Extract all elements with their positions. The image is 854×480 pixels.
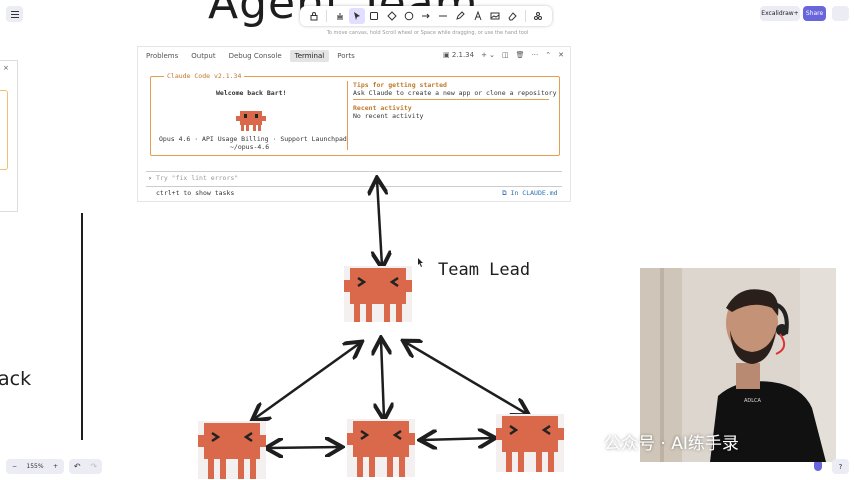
welcome-divider (347, 81, 348, 150)
arrow-lead-right[interactable] (405, 342, 527, 414)
model-info-text: Opus 4.6 · API Usage Billing · Support L… (159, 135, 347, 143)
ellipse-icon[interactable] (401, 8, 416, 24)
canvas-vertical-line (81, 213, 83, 440)
prompt-input-area[interactable] (146, 171, 562, 187)
presenter-video: ADLCA (640, 268, 836, 462)
terminal-instance[interactable]: ▣ 2.1.34 (443, 51, 474, 59)
team-lead-label[interactable]: Team Lead (438, 260, 531, 280)
recent-activity-heading: Recent activity (353, 104, 412, 112)
library-sidebar-button[interactable] (832, 6, 849, 21)
tips-heading: Tips for getting started (353, 81, 447, 89)
shirt-logo-text: ADLCA (744, 398, 762, 404)
working-directory-text: ~/opus-4.6 (230, 143, 270, 151)
teammate-robot-right[interactable] (494, 414, 566, 472)
partial-canvas-text: ack (0, 368, 32, 390)
text-icon[interactable] (470, 8, 485, 24)
canvas-hint: To move canvas, hold Scroll wheel or Spa… (326, 30, 529, 36)
tab-terminal[interactable]: Terminal (289, 50, 330, 62)
image-icon[interactable] (487, 8, 502, 24)
shield-icon[interactable] (814, 462, 822, 471)
more-icon[interactable]: ··· (531, 51, 539, 59)
zoom-out-button[interactable]: − (12, 463, 18, 470)
share-button[interactable]: Share (803, 6, 826, 21)
claude-mascot-icon (236, 111, 266, 131)
excalidraw-plus-button[interactable]: Excalidraw+ (760, 6, 800, 21)
arrow-lead-terminal[interactable] (377, 180, 382, 266)
undo-icon[interactable]: ↶ (73, 462, 81, 471)
arrow-lead-left[interactable] (254, 343, 360, 419)
mouse-cursor-icon (418, 258, 423, 267)
terminal-instance-label: 2.1.34 (451, 51, 475, 59)
more-tools-icon[interactable] (531, 8, 546, 24)
lock-icon[interactable] (306, 8, 321, 24)
claude-version-title: Claude Code v2.1.34 (164, 72, 245, 80)
shape-toolbar (300, 6, 552, 26)
close-icon[interactable]: × (3, 64, 9, 72)
close-panel-icon[interactable]: ✕ (558, 51, 564, 59)
tab-problems[interactable]: Problems (146, 52, 179, 60)
prompt-symbol: › (148, 174, 152, 182)
zoom-in-button[interactable]: + (52, 463, 58, 470)
arrow-icon[interactable] (418, 8, 433, 24)
shortcut-hint: ctrl+t to show tasks (156, 189, 235, 197)
team-lead-robot[interactable] (342, 266, 414, 324)
panel-tabs: Problems Output Debug Console Terminal P… (138, 47, 570, 65)
tab-output[interactable]: Output (191, 52, 216, 60)
arrow-lead-middle[interactable] (381, 340, 384, 418)
split-icon[interactable]: ◫ (502, 51, 509, 59)
recent-activity-text: No recent activity (353, 112, 424, 120)
eraser-icon[interactable] (505, 8, 520, 24)
pencil-icon[interactable] (453, 8, 468, 24)
webcam-overlay: ADLCA (640, 268, 836, 462)
zoom-controls: − 155% + (6, 459, 64, 474)
hamburger-icon (10, 10, 19, 18)
tab-debug-console[interactable]: Debug Console (228, 52, 282, 60)
toolbar-divider (524, 10, 526, 22)
arrow-left-middle[interactable] (268, 447, 340, 448)
main-menu-button[interactable] (6, 6, 23, 22)
toolbar-divider (326, 10, 328, 22)
hand-icon[interactable] (332, 8, 347, 24)
chevron-up-icon[interactable]: ⌃ (545, 51, 552, 59)
terminal-panel: Problems Output Debug Console Terminal P… (137, 46, 571, 202)
prompt-placeholder[interactable]: Try "fix lint errors" (156, 174, 239, 182)
panel-actions: ▣ 2.1.34 + ⌄ ◫ 🗑 ··· ⌃ ✕ (443, 51, 564, 59)
diamond-icon[interactable] (384, 8, 399, 24)
pointer-icon[interactable] (349, 8, 365, 24)
arrow-middle-right[interactable] (422, 438, 493, 440)
welcome-text: Welcome back Bart! (216, 89, 287, 97)
history-controls: ↶ ↷ (69, 459, 102, 474)
trash-icon[interactable]: 🗑 (515, 51, 525, 59)
zoom-level[interactable]: 155% (26, 463, 44, 470)
claude-welcome-box (150, 76, 560, 156)
line-icon[interactable] (436, 8, 451, 24)
tips-divider (353, 99, 549, 100)
terminal-icon: ▣ (442, 51, 452, 59)
tab-ports[interactable]: Ports (337, 52, 355, 60)
left-partial-card (0, 90, 8, 170)
tips-text: Ask Claude to create a new app or clone … (353, 89, 557, 97)
help-button[interactable]: ? (832, 459, 849, 474)
rectangle-icon[interactable] (367, 8, 382, 24)
new-terminal-icon[interactable]: + ⌄ (481, 51, 496, 59)
wechat-watermark: 公众号 · AI练手录 (604, 434, 739, 454)
teammate-robot-left[interactable] (196, 421, 268, 479)
teammate-robot-middle[interactable] (345, 419, 417, 477)
ide-status: ⧉ In CLAUDE.md (502, 189, 558, 197)
redo-icon[interactable]: ↷ (90, 462, 98, 471)
